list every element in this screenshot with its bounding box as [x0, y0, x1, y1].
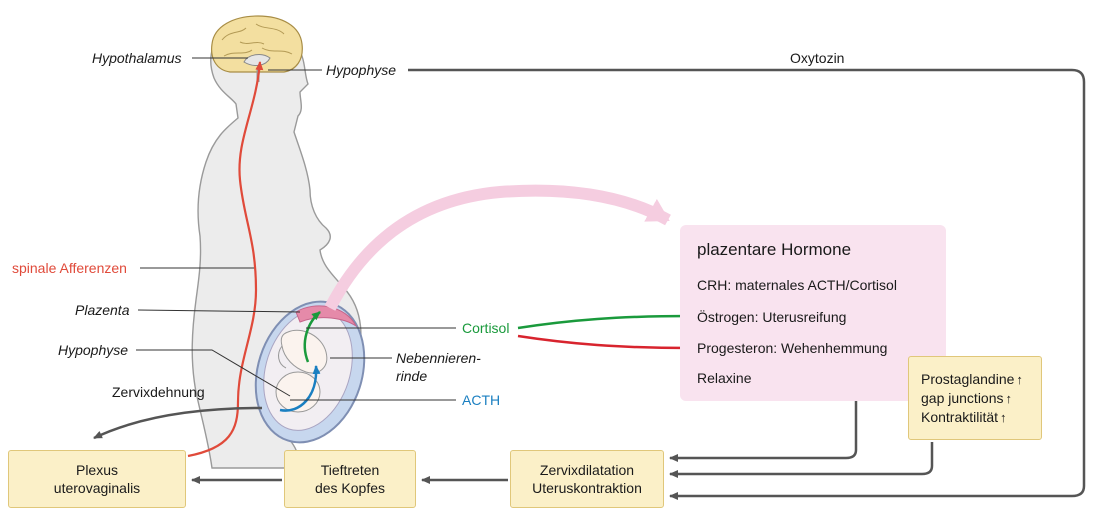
arrow-up-icon: ↑	[1005, 390, 1013, 406]
fetal-acth-arrow	[279, 365, 321, 412]
cortisol-inhibits-progesterone	[517, 334, 691, 350]
box-tieftreten-line1: Tieftreten	[320, 462, 380, 478]
box-plexus-line2: uterovaginalis	[53, 480, 141, 496]
effects-box: Prostaglandine↑ gap junctions↑ Kontrakti…	[908, 356, 1042, 440]
fetal-cortisol-arrow	[303, 311, 321, 363]
box-tieftreten-line2: des Kopfes	[314, 480, 386, 496]
label-nebennierenrinde-line2: rinde	[396, 368, 428, 384]
hormone-item-oestrogen: Östrogen: Uterusreifung	[697, 309, 847, 325]
hormone-item-relaxine: Relaxine	[697, 370, 752, 386]
label-zervixdehnung: Zervixdehnung	[112, 384, 205, 400]
box-zervixdilatation-line1: Zervixdilatation	[539, 462, 635, 478]
arrow-up-icon: ↑	[1016, 371, 1023, 387]
cortisol-to-estrogen-arrow	[517, 312, 691, 330]
effect-kontraktilitaet: Kontraktilität↑	[921, 408, 1007, 425]
placental-hormones-panel	[680, 225, 946, 401]
label-spinale-afferenzen: spinale Afferenzen	[12, 260, 127, 276]
spinal-afferent-path	[187, 61, 264, 458]
label-hypophyse-maternal: Hypophyse	[326, 62, 397, 78]
fetus-head	[275, 371, 321, 413]
box-tieftreten-des-kopfes: Tieftreten des Kopfes	[284, 450, 416, 508]
label-hypothalamus: Hypothalamus	[92, 50, 182, 66]
box-zervixdilatation-line2: Uteruskontraktion	[532, 480, 642, 496]
pink-hormone-arrow	[324, 184, 671, 311]
label-acth: ACTH	[462, 392, 501, 408]
box-plexus-uterovaginalis: Plexus uterovaginalis	[8, 450, 186, 508]
label-oxytozin: Oxytozin	[790, 50, 845, 66]
label-cortisol: Cortisol	[462, 320, 510, 336]
oxytocin-feedback-arrow	[408, 68, 1086, 500]
arrow-up-icon: ↑	[1000, 409, 1007, 425]
label-plazenta: Plazenta	[75, 302, 130, 318]
effect-prostaglandine: Prostaglandine↑	[921, 370, 1023, 387]
effect-gap-junctions: gap junctions↑	[921, 389, 1013, 406]
leader-lines	[136, 57, 456, 401]
hormone-item-progesteron: Progesteron: Wehenhemmung	[697, 340, 888, 356]
hormone-item-crh: CRH: maternales ACTH/Cortisol	[697, 277, 897, 293]
effects-to-dilatation-arrow	[669, 442, 934, 478]
label-nebennierenrinde-line1: Nebennieren-	[396, 350, 481, 366]
cervical-stretch-arrow	[93, 406, 263, 440]
placental-hormones-title: plazentare Hormone	[697, 240, 852, 259]
label-hypophyse-fetal: Hypophyse	[58, 342, 129, 358]
box-zervixdilatation: Zervixdilatation Uteruskontraktion	[510, 450, 664, 508]
box-plexus-line1: Plexus	[75, 462, 119, 478]
